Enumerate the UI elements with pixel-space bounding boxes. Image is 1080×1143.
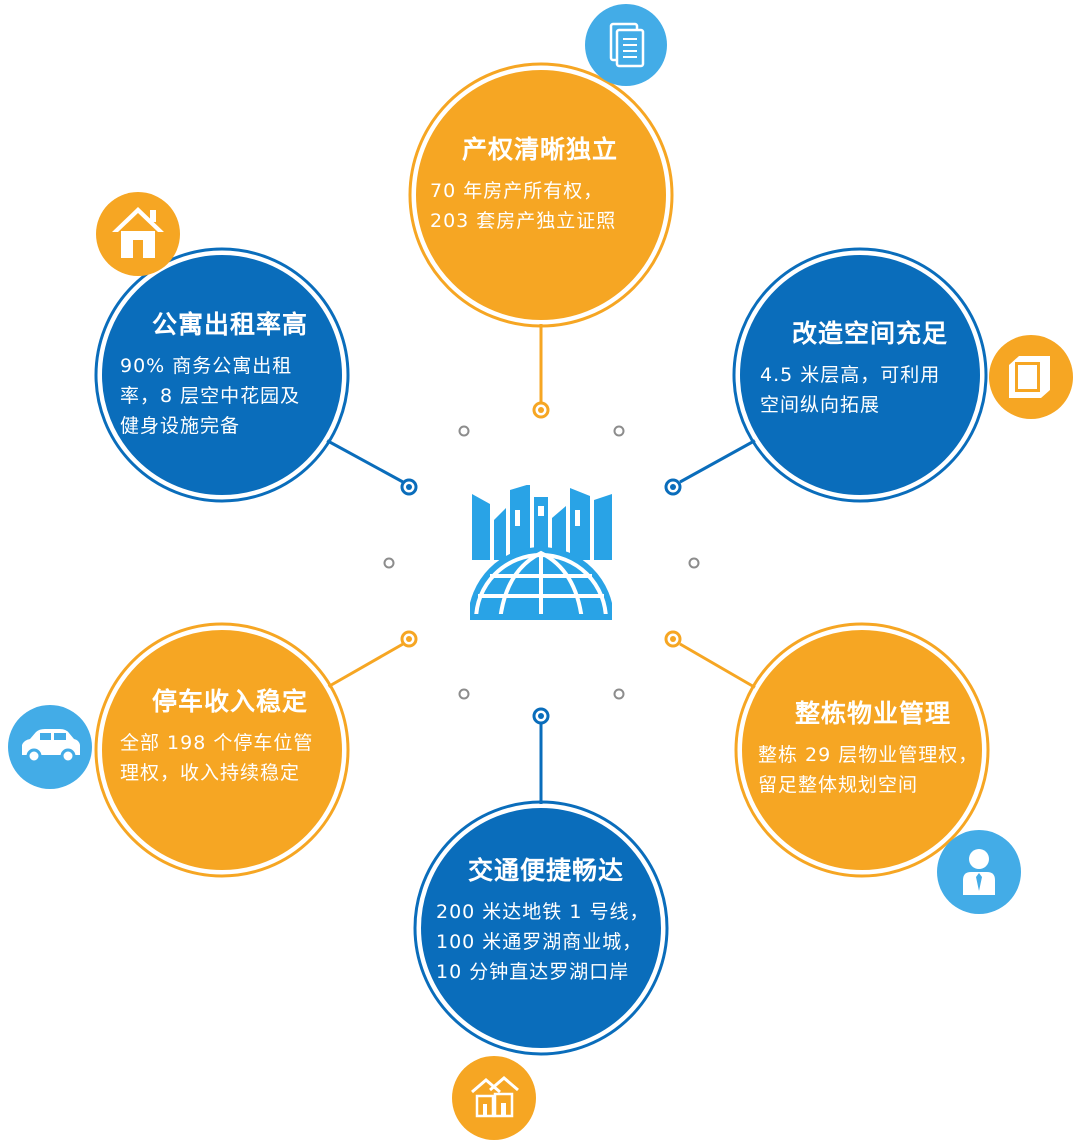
- renovation-space-text: 改造空间充足 4.5 米层高，可利用 空间纵向拓展: [760, 314, 980, 420]
- node-transportation: [417, 804, 665, 1052]
- transportation-line-2: 100 米通罗湖商业城，: [436, 931, 643, 953]
- connector-botleft: [325, 642, 404, 690]
- transportation-line-3: 10 分钟直达罗湖口岸: [436, 961, 630, 983]
- node-renovation-space: [736, 251, 984, 499]
- car-icon: [8, 705, 92, 789]
- connector-topleft: [325, 438, 404, 484]
- property-rights-line-2: 203 套房产独立证照: [430, 210, 617, 232]
- property-management-text: 整栋物业管理 整栋 29 层物业管理权， 留足整体规划空间: [758, 694, 988, 800]
- parking-income-line-1: 全部 198 个停车位管: [120, 732, 314, 754]
- transportation-text: 交通便捷畅达 200 米达地铁 1 号线， 100 米通罗湖商业城， 10 分钟…: [436, 851, 656, 987]
- house-icon: [96, 192, 180, 276]
- parking-income-body: 全部 198 个停车位管 理权，收入持续稳定: [120, 728, 340, 788]
- apartment-occupancy-line-1: 90% 商务公寓出租: [120, 355, 293, 377]
- property-rights-body: 70 年房产所有权， 203 套房产独立证照: [430, 176, 650, 236]
- renovation-space-line-2: 空间纵向拓展: [760, 394, 881, 416]
- connector-botright: [679, 642, 757, 690]
- property-management-title: 整栋物业管理: [794, 699, 951, 728]
- renovation-space-title: 改造空间充足: [791, 319, 948, 348]
- node-apartment-occupancy: [98, 251, 346, 499]
- apartment-occupancy-title: 公寓出租率高: [151, 310, 308, 339]
- connector-topright: [679, 438, 757, 484]
- renovation-space-line-1: 4.5 米层高，可利用: [760, 364, 941, 386]
- apartment-occupancy-line-3: 健身设施完备: [120, 415, 241, 437]
- property-management-line-2: 留足整体规划空间: [758, 774, 919, 796]
- node-circles: [94, 62, 990, 1056]
- transportation-title: 交通便捷畅达: [467, 856, 624, 885]
- property-rights-title: 产权清晰独立: [461, 135, 618, 164]
- property-management-body: 整栋 29 层物业管理权， 留足整体规划空间: [758, 740, 988, 800]
- parking-income-line-2: 理权，收入持续稳定: [120, 762, 301, 784]
- apartment-occupancy-line-2: 率，8 层空中花园及: [120, 385, 301, 407]
- transportation-line-1: 200 米达地铁 1 号线，: [436, 901, 650, 923]
- apartment-occupancy-body: 90% 商务公寓出租 率，8 层空中花园及 健身设施完备: [120, 351, 340, 441]
- property-management-line-1: 整栋 29 层物业管理权，: [758, 744, 979, 766]
- renovation-space-body: 4.5 米层高，可利用 空间纵向拓展: [760, 360, 980, 420]
- node-property-management: [738, 626, 986, 874]
- city-globe-logo: [470, 485, 612, 620]
- person-icon: [937, 830, 1021, 914]
- connectors: [325, 316, 757, 808]
- buildings-icon: [452, 1056, 536, 1140]
- decor-dots: [383, 425, 700, 700]
- transportation-body: 200 米达地铁 1 号线， 100 米通罗湖商业城， 10 分钟直达罗湖口岸: [436, 897, 656, 987]
- parking-income-text: 停车收入稳定 全部 198 个停车位管 理权，收入持续稳定: [120, 682, 340, 788]
- property-rights-text: 产权清晰独立 70 年房产所有权， 203 套房产独立证照: [430, 130, 650, 236]
- connector-dots: [400, 401, 682, 725]
- node-property-rights: [412, 66, 670, 324]
- document-icon: [585, 4, 667, 86]
- parking-income-title: 停车收入稳定: [151, 687, 308, 716]
- box-icon: [989, 335, 1073, 419]
- apartment-occupancy-text: 公寓出租率高 90% 商务公寓出租 率，8 层空中花园及 健身设施完备: [120, 305, 340, 441]
- node-parking-income: [98, 626, 346, 874]
- property-rights-line-1: 70 年房产所有权，: [430, 180, 604, 202]
